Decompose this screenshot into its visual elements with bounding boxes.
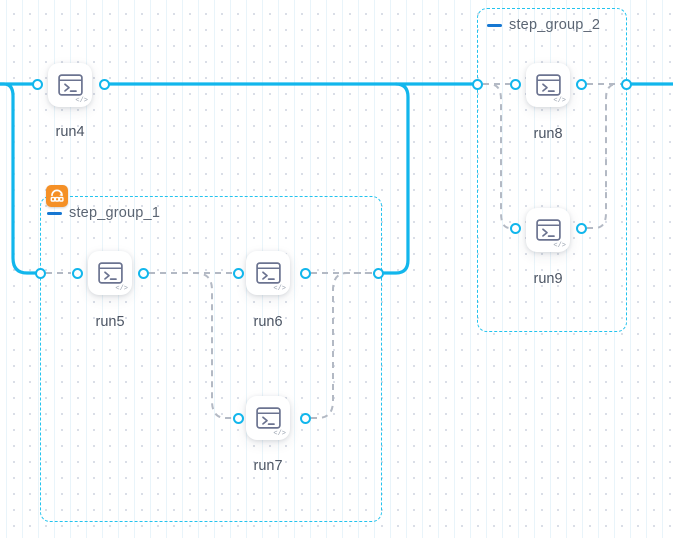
node-label-run9: run9 bbox=[533, 271, 563, 287]
group-label: step_group_1 bbox=[69, 205, 161, 221]
group-label: step_group_2 bbox=[509, 17, 601, 33]
retry-loop-glyph bbox=[50, 189, 64, 202]
port-run5-in[interactable] bbox=[72, 268, 83, 279]
node-run5[interactable]: </> bbox=[88, 251, 132, 295]
edge-entry-to-group1 bbox=[0, 82, 37, 275]
node-label-run7: run7 bbox=[253, 458, 283, 474]
port-run9-out[interactable] bbox=[576, 223, 587, 234]
port-group2-out[interactable] bbox=[621, 79, 632, 90]
code-glyph: </> bbox=[75, 97, 88, 105]
edge-group1-to-main bbox=[382, 82, 410, 275]
port-run7-in[interactable] bbox=[233, 413, 244, 424]
terminal-icon bbox=[535, 74, 561, 96]
terminal-icon bbox=[57, 74, 83, 96]
node-run6[interactable]: </> bbox=[246, 251, 290, 295]
terminal-icon bbox=[255, 407, 281, 429]
group-header-step_group_2[interactable]: step_group_2 bbox=[487, 17, 600, 33]
group-step_group_1[interactable] bbox=[40, 196, 382, 522]
port-run6-in[interactable] bbox=[233, 268, 244, 279]
group-step_group_2[interactable] bbox=[477, 8, 627, 332]
minus-icon[interactable] bbox=[47, 211, 62, 215]
port-group1-in[interactable] bbox=[35, 268, 46, 279]
node-run8[interactable]: </> bbox=[526, 63, 570, 107]
code-glyph: </> bbox=[273, 430, 286, 438]
node-run7[interactable]: </> bbox=[246, 396, 290, 440]
port-run8-in[interactable] bbox=[510, 79, 521, 90]
port-run9-in[interactable] bbox=[510, 223, 521, 234]
group-header-step_group_1[interactable]: step_group_1 bbox=[47, 205, 160, 221]
node-label-run8: run8 bbox=[533, 126, 563, 142]
node-label-run5: run5 bbox=[95, 314, 125, 330]
port-run8-out[interactable] bbox=[576, 79, 587, 90]
port-group1-out[interactable] bbox=[373, 268, 384, 279]
port-group2-in[interactable] bbox=[472, 79, 483, 90]
terminal-icon bbox=[97, 262, 123, 284]
node-run9[interactable]: </> bbox=[526, 208, 570, 252]
port-run4-in[interactable] bbox=[32, 79, 43, 90]
node-run4[interactable]: </> bbox=[48, 63, 92, 107]
terminal-icon bbox=[255, 262, 281, 284]
terminal-icon bbox=[535, 219, 561, 241]
code-glyph: </> bbox=[115, 285, 128, 293]
retry-loop-icon[interactable] bbox=[46, 185, 68, 207]
minus-icon[interactable] bbox=[487, 23, 502, 27]
code-glyph: </> bbox=[553, 97, 566, 105]
code-glyph: </> bbox=[273, 285, 286, 293]
port-run6-out[interactable] bbox=[300, 268, 311, 279]
port-run4-out[interactable] bbox=[99, 79, 110, 90]
port-run7-out[interactable] bbox=[300, 413, 311, 424]
node-label-run6: run6 bbox=[253, 314, 283, 330]
code-glyph: </> bbox=[553, 242, 566, 250]
node-label-run4: run4 bbox=[55, 124, 85, 140]
port-run5-out[interactable] bbox=[138, 268, 149, 279]
